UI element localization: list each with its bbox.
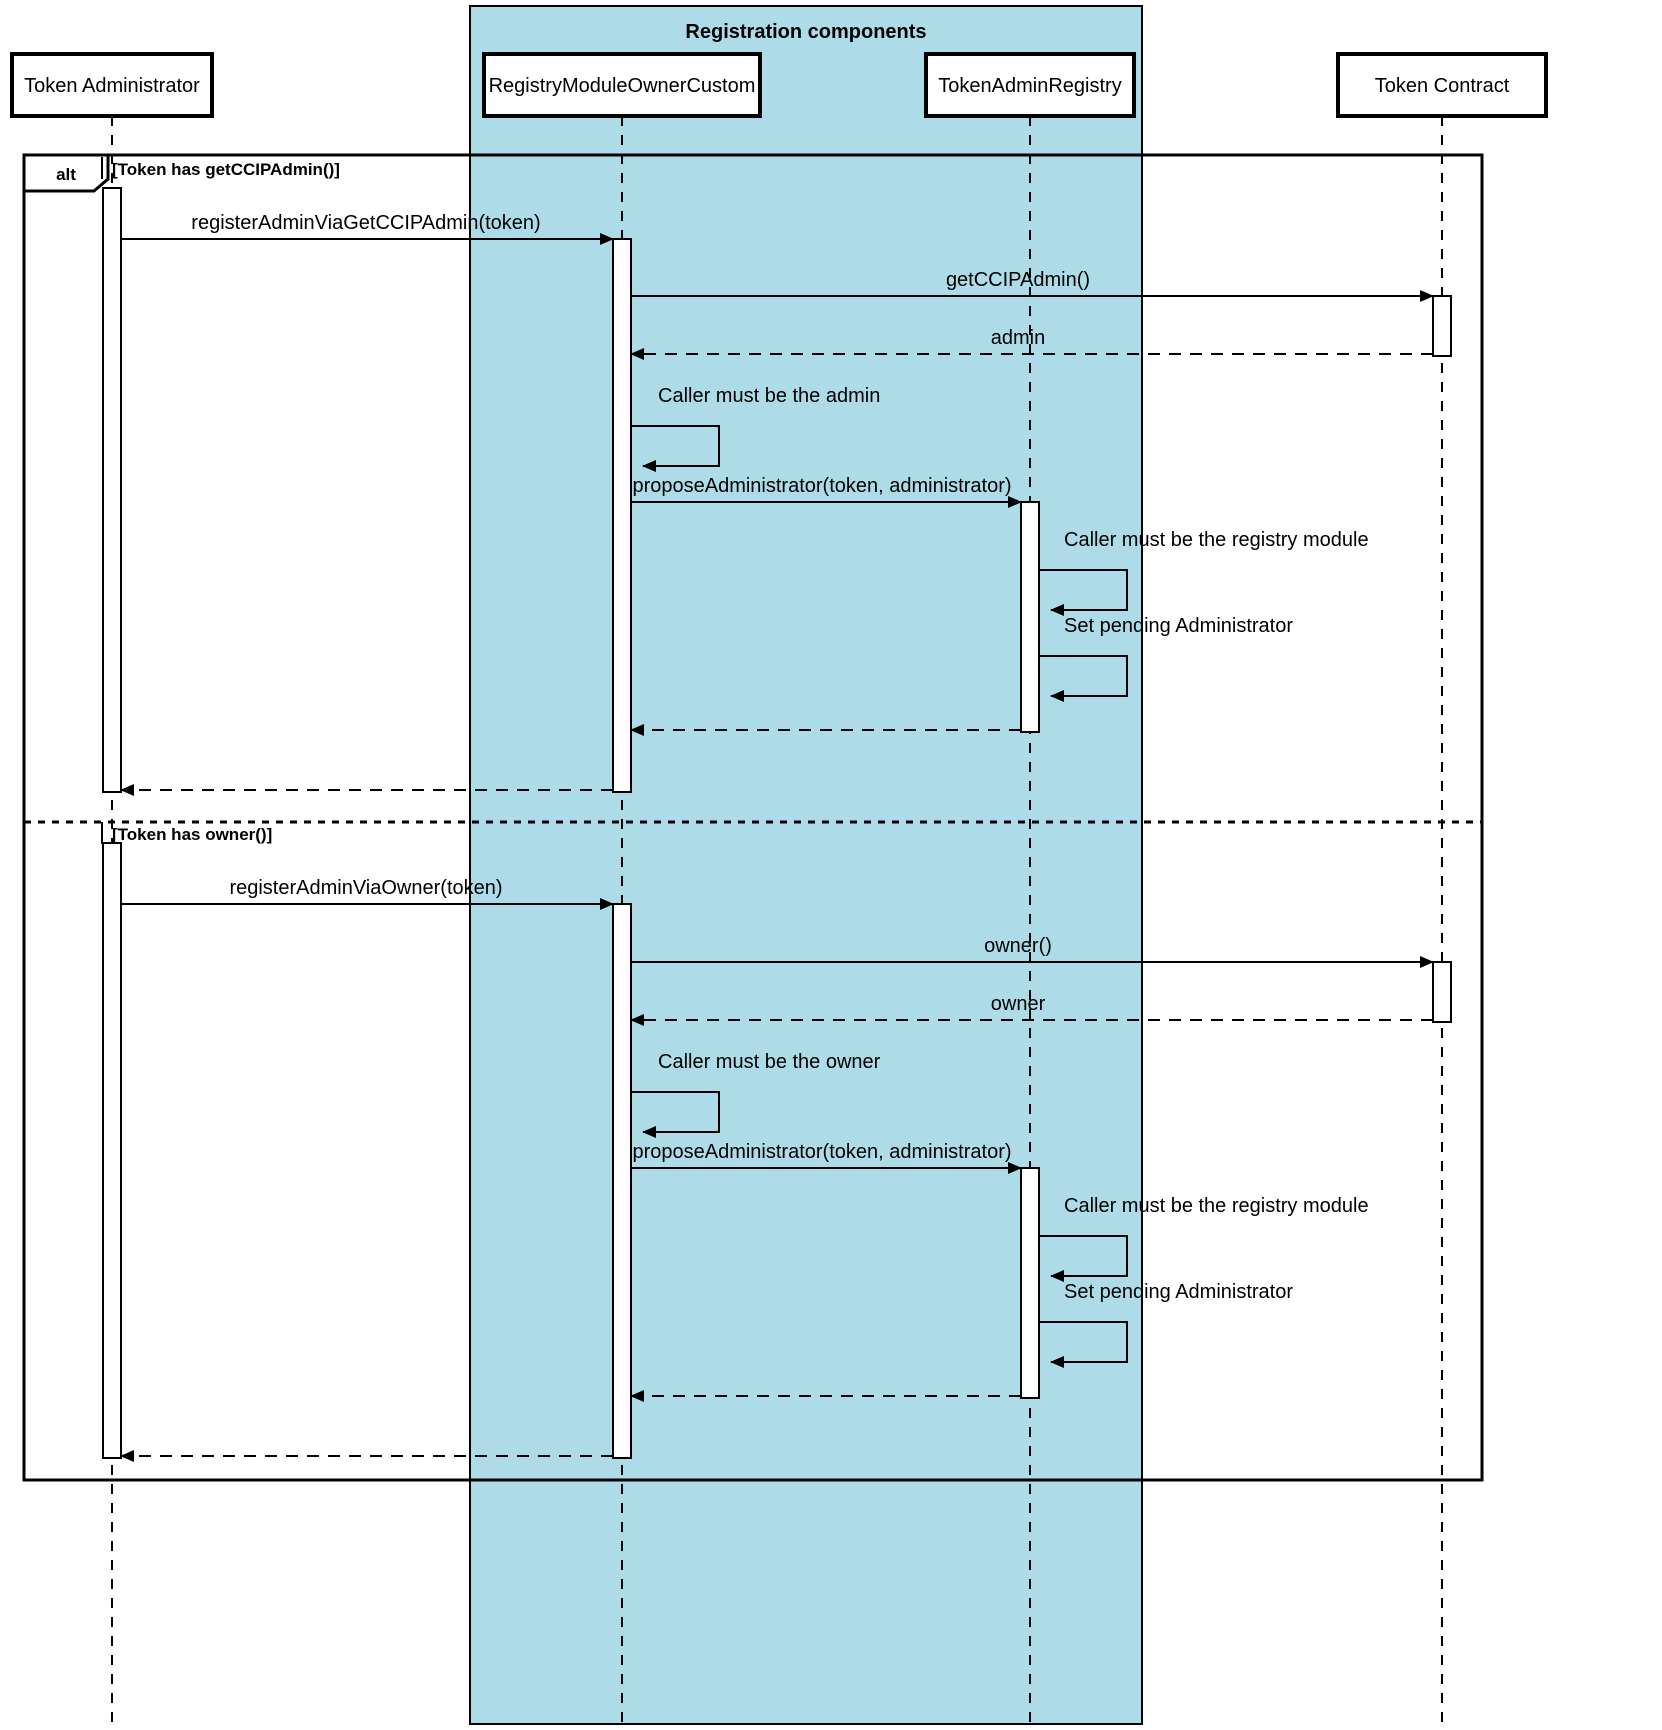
message-m11: owner() [631,935,1434,968]
message-label: owner() [984,935,1052,957]
message-m10: registerAdminViaOwner(token) [121,877,614,910]
participant-label: Token Contract [1375,75,1510,97]
participant-box[interactable] [1336,52,1548,118]
message-label: registerAdminViaOwner(token) [229,877,502,899]
message-m14: proposeAdministrator(token, administrato… [631,1141,1022,1174]
message-label: Set pending Administrator [1064,615,1293,637]
message-m16: Set pending Administrator [1039,1281,1293,1368]
activations-layer [102,187,1452,1459]
participant-box[interactable] [482,52,762,118]
group-box-title: Registration components [685,21,926,43]
activation-bar-tar-2 [1020,501,1040,733]
self-call-arrow [1039,655,1128,702]
message-label: Caller must be the registry module [1064,529,1369,551]
messages-layer: registerAdminViaGetCCIPAdmin(token) getCC… [120,212,1434,1462]
message-label: proposeAdministrator(token, administrato… [632,475,1011,497]
message-label: getCCIPAdmin() [946,269,1090,291]
participant-tar[interactable]: TokenAdminRegistry [924,52,1136,118]
message-m5: proposeAdministrator(token, administrato… [631,475,1022,508]
message-m15: Caller must be the registry module [1039,1195,1369,1282]
alt-fragment-layer: alt [Token has getCCIPAdmin()] [Token has … [22,153,1484,1482]
message-label: admin [991,327,1045,349]
message-label: owner [991,993,1046,1015]
participant-label: RegistryModuleOwnerCustom [489,75,756,97]
self-call-arrow [631,1091,720,1138]
message-label: Caller must be the registry module [1064,1195,1369,1217]
message-label: Caller must be the admin [658,385,880,407]
participant-admin[interactable]: Token Administrator [10,52,214,118]
activation-bar-token-7 [1432,961,1452,1023]
message-m2: getCCIPAdmin() [631,269,1434,302]
message-m13: Caller must be the owner [631,1051,881,1138]
alt-operator-box [22,153,110,193]
self-call-arrow [1039,1321,1128,1368]
group-box-registration-components: Registration components [469,5,1143,1725]
message-m6: Caller must be the registry module [1039,529,1369,616]
alt-operator-label: alt [56,165,76,184]
self-call-arrow [1039,1235,1128,1282]
activation-bar-admin-0 [102,187,122,793]
self-call-arrow [631,425,720,472]
message-label: Set pending Administrator [1064,1281,1293,1303]
participant-heads-layer: Token Administrator RegistryModuleOwnerCu… [10,52,1548,118]
self-call-arrow [1039,569,1128,616]
participant-registry[interactable]: RegistryModuleOwnerCustom [482,52,762,118]
activation-bar-registry-5 [612,903,632,1459]
participant-box[interactable] [924,52,1136,118]
alt-fragment-border [22,153,1484,1482]
activation-bar-tar-6 [1020,1167,1040,1399]
message-m1: registerAdminViaGetCCIPAdmin(token) [121,212,614,245]
message-m7: Set pending Administrator [1039,615,1293,702]
message-label: Caller must be the owner [658,1051,881,1073]
activation-bar-token-3 [1432,295,1452,357]
alt-guard-label-0: [Token has getCCIPAdmin()] [112,160,340,179]
message-m12: owner [630,993,1433,1026]
participant-token[interactable]: Token Contract [1336,52,1548,118]
message-m4: Caller must be the admin [631,385,880,472]
message-m3: admin [630,327,1433,360]
activation-bar-admin-4 [102,842,122,1459]
alt-guard-label-1: [Token has owner()] [112,825,272,844]
participant-label: TokenAdminRegistry [938,75,1121,97]
message-label: proposeAdministrator(token, administrato… [632,1141,1011,1163]
activation-bar-registry-1 [612,238,632,793]
message-label: registerAdminViaGetCCIPAdmin(token) [191,212,540,234]
participant-label: Token Administrator [24,75,200,97]
participant-box[interactable] [10,52,214,118]
